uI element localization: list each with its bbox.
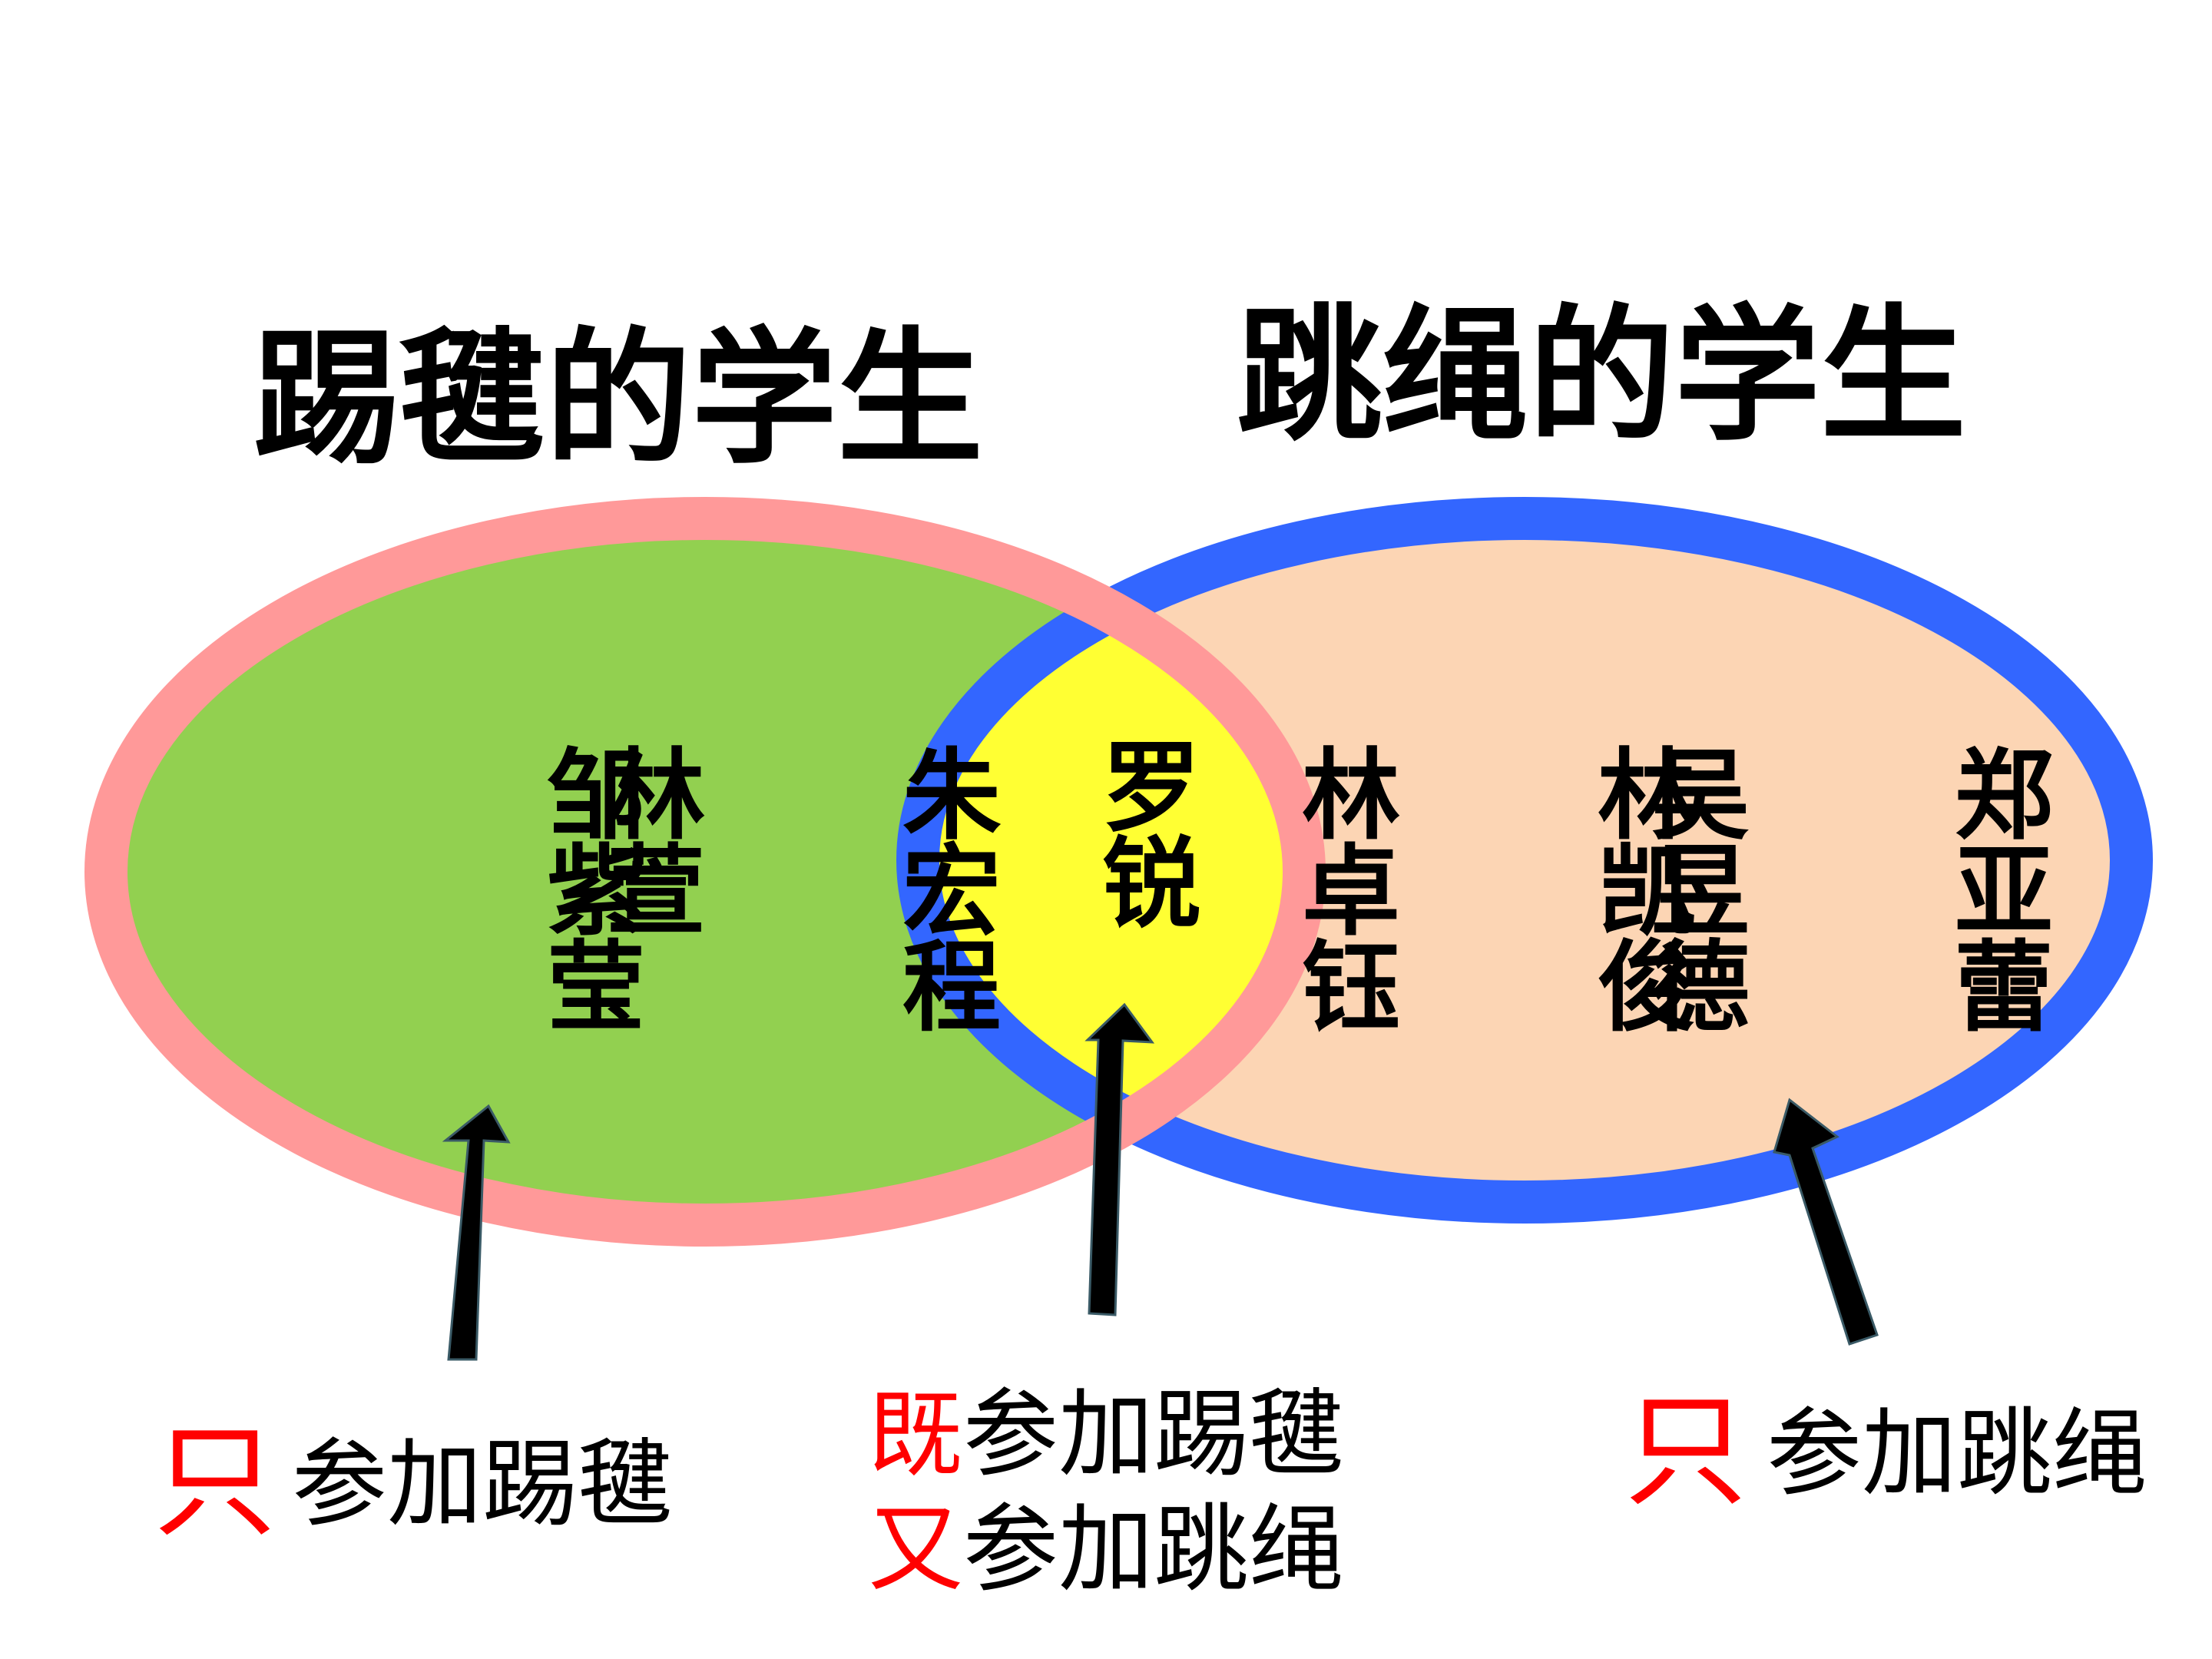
caption-right: 只 参加跳绳 — [1624, 1379, 2147, 1523]
name-char: 钰 — [1302, 931, 1400, 1045]
caption-middle: 既参加踢毽 又参加跳绳 — [868, 1379, 1344, 1605]
name-char: 蕾 — [1955, 931, 2053, 1045]
svg-text:只: 只 — [154, 1410, 276, 1554]
name-char: 罗 — [1102, 731, 1200, 846]
name-char: 卓 — [1302, 835, 1400, 949]
name-char: 吴 — [1651, 739, 1750, 853]
names-right-only: 林 卓 钰 林 凯 俊 吴 昱 德 郑 亚 蕾 — [1302, 739, 2053, 1045]
arrow-up-right-icon — [1773, 1098, 1879, 1346]
name-char: 昱 — [1651, 835, 1750, 949]
svg-text:只: 只 — [1624, 1379, 1747, 1523]
title-right: 跳绳的学生 — [1237, 291, 1966, 461]
caption-left-rest: 参加踢毽 — [292, 1429, 673, 1540]
name-char: 锐 — [1102, 827, 1200, 942]
caption-middle-line1-rest: 参加踢毽 — [963, 1379, 1344, 1490]
svg-text:既参加踢毽: 既参加踢毽 — [868, 1379, 1344, 1490]
caption-left-emph: 只 — [154, 1410, 276, 1554]
arrow-up-middle-icon — [1084, 1002, 1155, 1316]
arrow-up-left-icon — [442, 1104, 511, 1361]
name-char: 德 — [1651, 931, 1750, 1045]
title-left: 踢毽的学生 — [253, 314, 983, 484]
name-char: 亚 — [1955, 835, 2053, 949]
right-set-outline-inner — [896, 518, 1304, 1224]
name-char: 凯 — [1598, 835, 1696, 949]
caption-right-rest: 参加跳绳 — [1767, 1399, 2147, 1509]
caption-left: 只 参加踢毽 — [154, 1410, 673, 1554]
name-char: 郑 — [1955, 739, 2053, 853]
name-char: 林 — [1598, 739, 1696, 853]
caption-middle-line2-emph: 又 — [868, 1495, 963, 1605]
name-char: 莹 — [547, 931, 645, 1045]
names-both: 罗 锐 — [1102, 731, 1200, 942]
name-char: 萱 — [607, 835, 705, 949]
name-char: 邹 — [547, 739, 645, 853]
left-set-outline — [84, 497, 1326, 1247]
name-char: 林 — [607, 739, 705, 853]
arrows — [442, 1002, 1879, 1361]
caption-middle-line2-rest: 参加跳绳 — [963, 1495, 1344, 1605]
name-char: 林 — [1302, 739, 1400, 853]
caption-right-emph: 只 — [1624, 1379, 1747, 1523]
names-left-only: 邹 紫 莹 林 萱 朱 宏 程 — [547, 739, 1002, 1045]
name-char: 程 — [902, 931, 1001, 1045]
name-char: 朱 — [902, 739, 1002, 853]
name-char: 宏 — [902, 835, 1001, 949]
name-char: 紫 — [547, 835, 645, 949]
caption-middle-line1-emph: 既 — [868, 1379, 963, 1490]
name-char: 俊 — [1598, 931, 1696, 1045]
svg-text:又参加跳绳: 又参加跳绳 — [868, 1495, 1344, 1605]
